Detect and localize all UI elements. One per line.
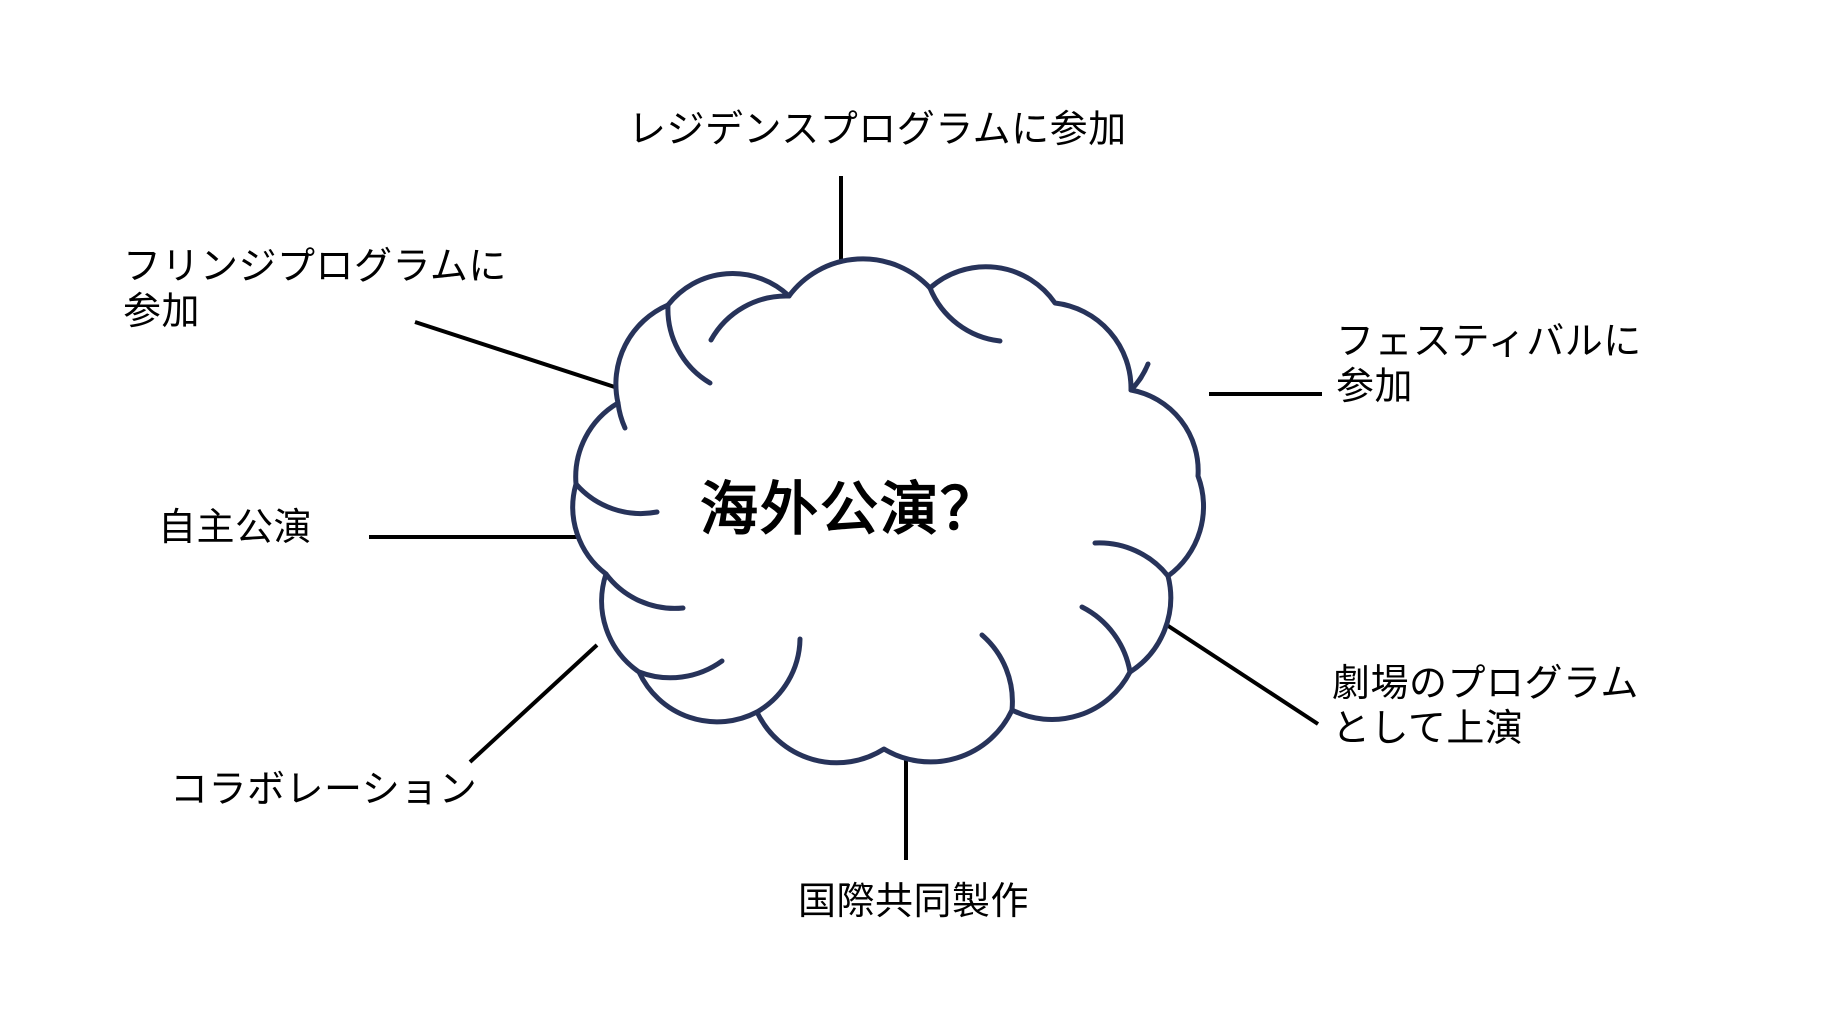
cloud-bump-arc-5 (1092, 540, 1171, 579)
center-topic-label: 海外公演？ (700, 477, 1001, 542)
branch-label-theatre-program: 劇場のプログラム として上演 (1332, 663, 1639, 750)
cloud-bump-arc-4 (1128, 361, 1151, 393)
cloud-bump-arc-8 (754, 636, 803, 715)
branch-label-collaboration: コラボレーション (170, 769, 478, 811)
cloud-bump-arc-2 (708, 293, 792, 343)
cloud-bump-arc-10 (603, 571, 686, 611)
cloud-bump-arc-1 (665, 302, 713, 386)
branch-label-fringe: フリンジプログラムに 参加 (123, 246, 507, 333)
cloud-bump-arc-12 (615, 400, 628, 431)
cloud-bump-arc-7 (979, 632, 1015, 713)
cloud-bump-arc-3 (927, 285, 1003, 344)
branch-label-international-coproduction: 国際共同製作 (798, 881, 1030, 923)
branch-label-residence: レジデンスプログラムに参加 (628, 109, 1127, 151)
cloud-bump-arc-11 (573, 481, 660, 517)
cloud-bump-arc-9 (636, 658, 725, 681)
cloud-shape (570, 256, 1207, 766)
branch-label-festival: フェスティバルに 参加 (1336, 321, 1642, 408)
branch-label-self-production: 自主公演 (158, 507, 313, 549)
cloud-bump-arc-6 (1079, 604, 1133, 675)
connector-collab (468, 643, 599, 764)
connector-theatre (1148, 612, 1320, 726)
connector-fringe (414, 320, 628, 393)
